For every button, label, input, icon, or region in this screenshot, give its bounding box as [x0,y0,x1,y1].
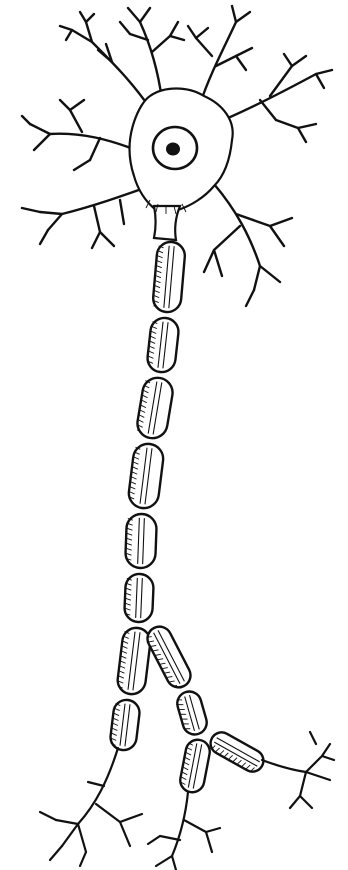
dendrite [214,184,260,266]
dendrite [62,186,150,214]
myelin-segment [207,728,268,775]
myelin-segment [174,689,209,738]
myelin-segment [135,376,175,441]
dendrite [228,74,316,118]
myelin-segment [152,241,186,313]
myelin-segment [125,513,157,568]
myelin-segment [109,698,141,751]
dendrite [50,134,136,150]
axon-terminal [78,748,118,824]
dendrite [200,22,236,104]
nucleolus [166,143,180,156]
myelin-segment [146,316,180,373]
myelin-segment [127,442,165,510]
myelinated-axon [109,241,267,794]
dendrite [140,22,162,100]
axon-hillock [154,206,180,240]
axon-terminal [172,792,188,856]
myelin-segment [178,738,212,795]
axon-terminal [262,760,306,772]
myelin-segment [124,573,154,622]
myelin-segment [143,622,194,691]
